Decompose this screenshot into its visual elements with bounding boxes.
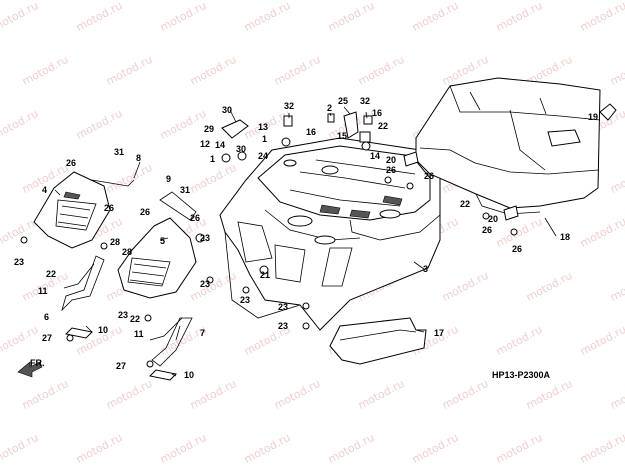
diagram-code: HP13-P2300A	[492, 370, 551, 380]
callout-18: 18	[560, 232, 570, 242]
callout-12: 12	[200, 139, 210, 149]
callout-23: 23	[118, 310, 128, 320]
callout-32: 32	[284, 101, 294, 111]
callout-23: 23	[200, 279, 210, 289]
callout-13: 13	[258, 122, 268, 132]
callout-22: 22	[46, 269, 56, 279]
callout-1: 1	[210, 154, 215, 164]
callout-22: 22	[378, 121, 388, 131]
callout-26: 26	[512, 244, 522, 254]
right-footrest-guard	[117, 217, 197, 299]
callout-23: 23	[278, 321, 288, 331]
callout-2: 2	[327, 103, 332, 113]
callout-5: 5	[160, 236, 165, 246]
front-direction-label: FR.	[30, 358, 45, 368]
callout-26: 26	[424, 171, 434, 181]
callout-17: 17	[434, 328, 444, 338]
callout-22: 22	[130, 314, 140, 324]
callout-28: 28	[122, 247, 132, 257]
callout-26: 26	[190, 213, 200, 223]
callout-27: 27	[42, 333, 52, 343]
callout-10: 10	[184, 370, 194, 380]
callout-26: 26	[386, 165, 396, 175]
callout-31: 31	[180, 185, 190, 195]
callout-23: 23	[240, 295, 250, 305]
callout-20: 20	[488, 214, 498, 224]
callout-6: 6	[44, 312, 49, 322]
bracket-right-7	[149, 317, 193, 367]
front-direction-arrow	[17, 361, 43, 378]
leader-lines	[54, 106, 557, 377]
callout-15: 15	[337, 131, 347, 141]
callout-29: 29	[204, 124, 214, 134]
callout-30: 30	[236, 144, 246, 154]
bracket-left-6	[61, 255, 105, 312]
callout-30: 30	[222, 105, 232, 115]
rear-fender-body	[219, 137, 441, 331]
callout-23: 23	[278, 302, 288, 312]
callout-9: 9	[166, 174, 171, 184]
callout-24: 24	[258, 151, 268, 161]
callout-23: 23	[14, 257, 24, 267]
callout-28: 28	[110, 237, 120, 247]
callout-26: 26	[140, 207, 150, 217]
bracket-9	[159, 191, 197, 221]
bracket-8	[91, 179, 135, 187]
callout-14: 14	[370, 151, 380, 161]
callout-1: 1	[262, 134, 267, 144]
callout-26: 26	[482, 225, 492, 235]
left-footrest-guard	[33, 171, 111, 249]
callout-32: 32	[360, 96, 370, 106]
callout-10: 10	[98, 325, 108, 335]
callout-4: 4	[42, 185, 47, 195]
callout-19: 19	[588, 112, 598, 122]
callout-3: 3	[423, 264, 428, 274]
callout-16: 16	[372, 108, 382, 118]
callout-25: 25	[338, 96, 348, 106]
callout-31: 31	[114, 147, 124, 157]
callout-11: 11	[134, 329, 144, 339]
callout-16: 16	[306, 127, 316, 137]
plates-10	[64, 327, 178, 381]
callout-labels: 1 1 2 3 4 5 6 7 8 9 10 10 11 11 12 13 14…	[14, 96, 598, 380]
callout-22: 22	[460, 199, 470, 209]
hardware	[20, 103, 617, 368]
callout-20: 20	[386, 155, 396, 165]
rear-carrier-box	[415, 77, 601, 215]
callout-27: 27	[116, 361, 126, 371]
callout-7: 7	[200, 328, 205, 338]
callout-11: 11	[38, 286, 48, 296]
callout-8: 8	[136, 153, 141, 163]
callout-23: 23	[200, 233, 210, 243]
callout-26: 26	[66, 158, 76, 168]
callout-14: 14	[215, 140, 225, 150]
rear-mudguard-17	[329, 317, 427, 365]
callout-21: 21	[260, 270, 270, 280]
callout-26: 26	[104, 203, 114, 213]
